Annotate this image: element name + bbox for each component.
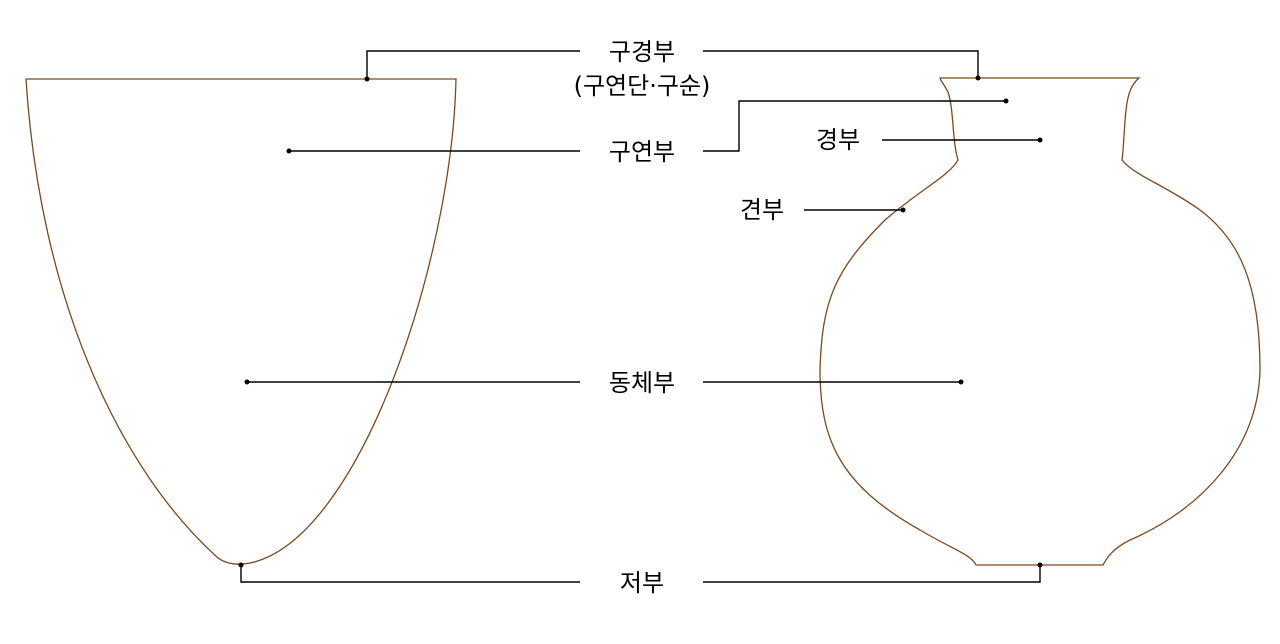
neck-label: 경부 [816, 126, 860, 154]
shoulder-label: 견부 [740, 196, 784, 224]
rim-left-dot [286, 148, 292, 154]
shoulder-dot [900, 207, 906, 213]
rim-neck-leader-left [366, 50, 580, 79]
rim-neck-leader-right [703, 50, 979, 78]
bowl-vessel-outline [25, 78, 457, 565]
jar-vessel-outline [819, 77, 1261, 566]
base-leader-left [240, 565, 580, 583]
neck-dot [1037, 137, 1043, 143]
rim-neck-sub-label: (구연단·구순) [574, 72, 711, 100]
base-label: 저부 [620, 569, 664, 597]
body-label: 동체부 [609, 369, 675, 397]
rim-neck-label: 구경부 [609, 38, 675, 66]
rim-leader-right [703, 100, 1006, 152]
rim-right-dot [1003, 98, 1009, 104]
body-right-dot [958, 379, 964, 385]
base-right-dot [1037, 562, 1043, 568]
rim-neck-right-dot [975, 75, 981, 81]
rim-neck-left-dot [364, 76, 370, 82]
rim-label: 구연부 [609, 138, 675, 166]
body-left-dot [244, 379, 250, 385]
base-leader-right [703, 565, 1041, 583]
base-left-dot [238, 562, 244, 568]
